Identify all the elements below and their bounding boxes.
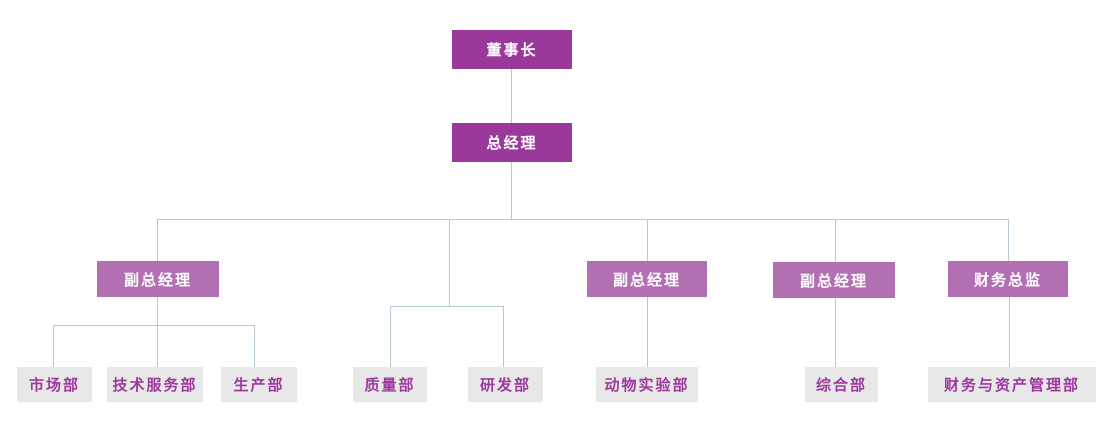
org-node-deputy-gm-3[interactable]: 副总经理 bbox=[773, 262, 895, 298]
connector-drop-marketing bbox=[53, 325, 54, 367]
connector-drop-deputy-gm-1 bbox=[157, 219, 158, 261]
connector-mid-branch-stem bbox=[449, 219, 450, 306]
connector-drop-deputy-gm-3 bbox=[835, 219, 836, 262]
connector-deputy-gm-1-horizontal bbox=[53, 325, 255, 326]
org-node-deputy-gm-2[interactable]: 副总经理 bbox=[587, 261, 707, 297]
connector-drop-finance-director bbox=[1008, 219, 1009, 261]
org-node-finance-assets[interactable]: 财务与资产管理部 bbox=[928, 367, 1096, 402]
connector-main-horizontal bbox=[157, 219, 1009, 220]
org-node-quality[interactable]: 质量部 bbox=[353, 367, 427, 402]
org-node-general-manager[interactable]: 总经理 bbox=[452, 123, 572, 162]
org-node-tech-service[interactable]: 技术服务部 bbox=[107, 367, 203, 402]
org-node-production[interactable]: 生产部 bbox=[221, 367, 297, 402]
org-node-rnd[interactable]: 研发部 bbox=[468, 367, 543, 402]
connector-chairman-gm bbox=[511, 69, 512, 123]
org-node-deputy-gm-1[interactable]: 副总经理 bbox=[97, 261, 219, 297]
org-node-marketing[interactable]: 市场部 bbox=[17, 367, 92, 402]
connector-deputy-gm-2-animal-lab bbox=[647, 297, 648, 367]
connector-deputy-gm-3-general-affairs bbox=[835, 298, 836, 367]
org-node-animal-lab[interactable]: 动物实验部 bbox=[596, 367, 698, 402]
connector-drop-rnd bbox=[503, 306, 504, 367]
org-node-finance-director[interactable]: 财务总监 bbox=[948, 261, 1068, 297]
org-node-chairman[interactable]: 董事长 bbox=[452, 30, 572, 69]
connector-drop-production bbox=[254, 325, 255, 367]
org-node-general-affairs[interactable]: 综合部 bbox=[805, 367, 878, 402]
connector-gm-stem bbox=[511, 162, 512, 219]
connector-deputy-gm-1-stem bbox=[157, 297, 158, 325]
connector-mid-branch-horizontal bbox=[390, 306, 504, 307]
connector-drop-deputy-gm-2 bbox=[647, 219, 648, 261]
connector-finance-director-finance-assets bbox=[1009, 297, 1010, 367]
connector-drop-quality bbox=[390, 306, 391, 367]
connector-drop-tech-service bbox=[157, 325, 158, 367]
